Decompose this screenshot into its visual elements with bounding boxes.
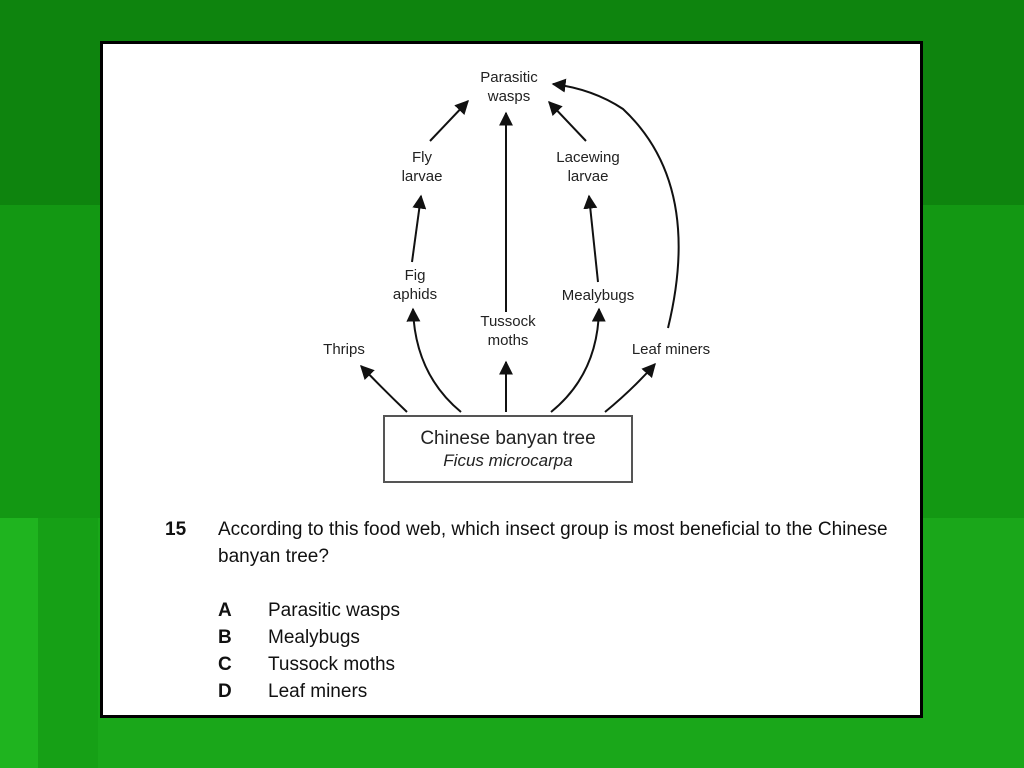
arrow-tree-to-mealybugs (550, 307, 606, 413)
food-web-arrows (360, 78, 680, 413)
arrow-fly-larvae-to-wasps (429, 99, 469, 142)
question-text: According to this food web, which insect… (218, 519, 888, 567)
option-b[interactable]: B Mealybugs (218, 624, 618, 651)
node-mealybugs: Mealybugs (561, 287, 635, 304)
node-thrips: Thrips (323, 341, 365, 358)
option-a[interactable]: A Parasitic wasps (218, 597, 618, 624)
arrow-tree-to-thrips (360, 364, 408, 413)
option-letter: A (218, 600, 232, 621)
option-text: Parasitic wasps (268, 600, 400, 621)
option-letter: D (218, 681, 232, 702)
option-letter: C (218, 654, 232, 675)
node-tussock-moths: Tussock moths (480, 313, 536, 349)
arrow-mealybugs-to-lacewing-larvae (583, 194, 599, 283)
background-stripe-left (0, 518, 38, 768)
tree-name: Chinese banyan tree (420, 428, 596, 449)
background-stripe-inner (38, 518, 98, 768)
tree-scientific-name: Ficus microcarpa (443, 451, 573, 470)
arrow-tree-to-leaf-miners (604, 362, 656, 413)
node-chinese-banyan-tree: Chinese banyan tree Ficus microcarpa (383, 415, 633, 483)
slide-card: Parasitic wasps Fly larvae Lacewing larv… (100, 41, 923, 718)
option-d[interactable]: D Leaf miners (218, 678, 618, 705)
option-letter: B (218, 627, 232, 648)
node-parasitic-wasps: Parasitic wasps (480, 69, 538, 105)
option-text: Mealybugs (268, 627, 360, 648)
option-c[interactable]: C Tussock moths (218, 651, 618, 678)
node-fig-aphids: Fig aphids (392, 267, 438, 303)
arrow-tree-to-fig-aphids (406, 307, 462, 413)
arrow-leaf-miners-to-wasps (551, 78, 680, 329)
option-text: Leaf miners (268, 681, 368, 702)
node-fly-larvae: Fly larvae (401, 149, 443, 185)
arrow-lacewing-larvae-to-wasps (548, 100, 587, 142)
node-leaf-miners: Leaf miners (631, 341, 711, 358)
node-lacewing-larvae: Lacewing larvae (556, 149, 620, 185)
option-text: Tussock moths (268, 654, 396, 675)
arrow-fig-aphids-to-fly-larvae (411, 194, 427, 263)
question-number: 15 (165, 519, 187, 540)
